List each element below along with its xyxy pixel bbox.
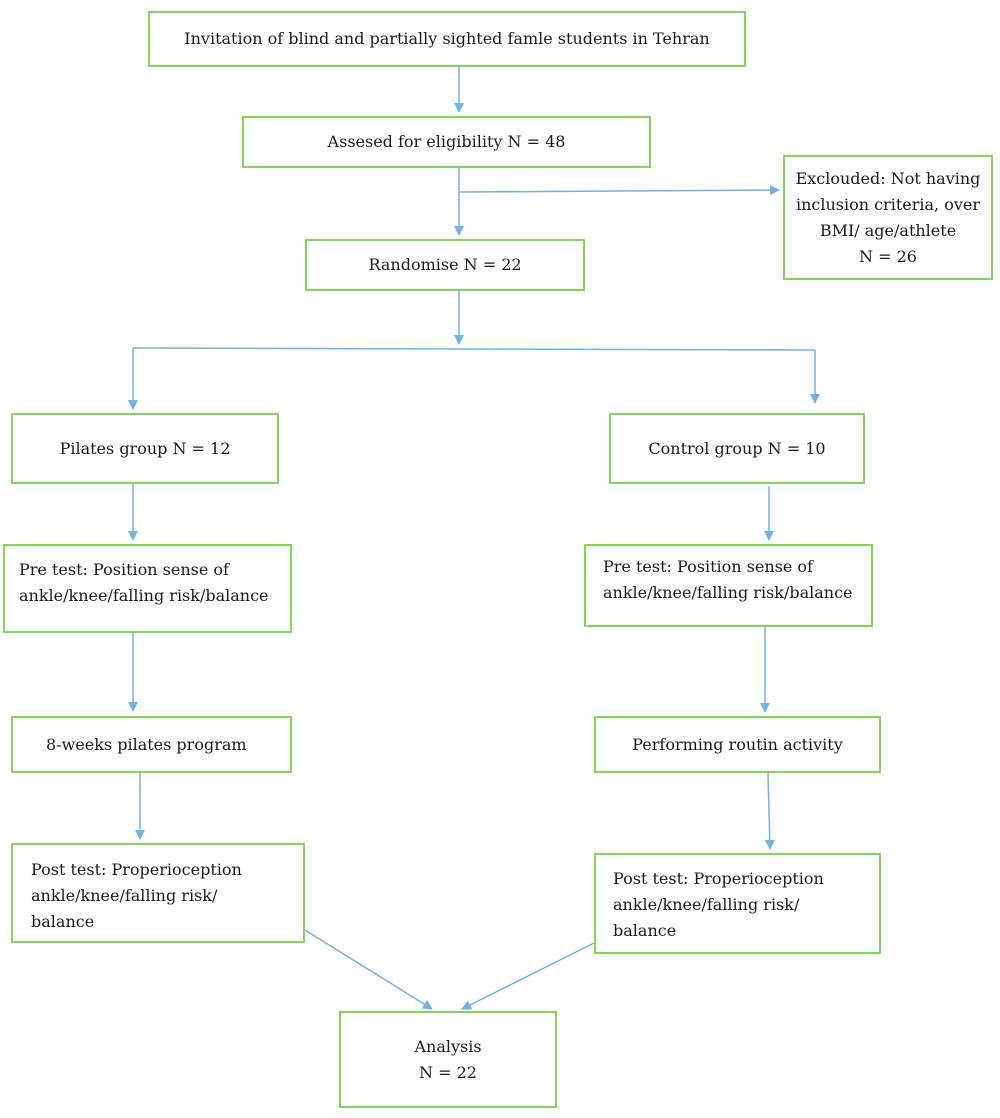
arrow-routine-to-posttest xyxy=(764,772,775,850)
excluded-text: Exclouded: Not having inclusion criteria… xyxy=(795,168,981,266)
analysis-box: Analysis N = 22 xyxy=(339,1011,557,1108)
arrow-control-posttest-to-analysis xyxy=(461,942,595,1010)
excluded-box: Exclouded: Not having inclusion criteria… xyxy=(783,155,993,280)
control-group-text: Control group N = 10 xyxy=(648,438,826,458)
invitation-text: Invitation of blind and partially sighte… xyxy=(184,29,710,48)
pilates-program-box: 8-weeks pilates program xyxy=(11,716,292,773)
pilates-pretest-text: Pre test: Position sense of ankle/knee/f… xyxy=(19,560,269,605)
pilates-program-text: 8-weeks pilates program xyxy=(46,735,247,754)
invitation-box: Invitation of blind and partially sighte… xyxy=(148,11,746,67)
control-group-box: Control group N = 10 xyxy=(609,413,865,484)
control-pretest-box: Pre test: Position sense of ankle/knee/f… xyxy=(584,544,873,627)
arrow-to-excluded xyxy=(458,185,780,196)
routine-activity-text: Performing routin activity xyxy=(632,734,843,754)
control-pretest-text: Pre test: Position sense of ankle/knee/f… xyxy=(603,557,853,602)
arrow-pilates-posttest-to-analysis xyxy=(304,929,433,1010)
pilates-posttest-text: Post test: Properioception ankle/knee/fa… xyxy=(31,860,242,931)
analysis-text: Analysis N = 22 xyxy=(414,1036,482,1082)
pilates-posttest-box: Post test: Properioception ankle/knee/fa… xyxy=(11,843,305,943)
control-posttest-box: Post test: Properioception ankle/knee/fa… xyxy=(594,853,881,954)
routine-activity-box: Performing routin activity xyxy=(594,716,881,773)
control-posttest-text: Post test: Properioception ankle/knee/fa… xyxy=(613,869,824,940)
eligibility-box: Assesed for eligibility N = 48 xyxy=(242,116,651,168)
pilates-pretest-box: Pre test: Position sense of ankle/knee/f… xyxy=(3,544,292,633)
line-split-horizontal xyxy=(132,347,816,351)
pilates-group-box: Pilates group N = 12 xyxy=(11,413,279,484)
randomise-box: Randomise N = 22 xyxy=(305,239,585,291)
pilates-group-text: Pilates group N = 12 xyxy=(59,438,231,458)
randomise-text: Randomise N = 22 xyxy=(368,255,522,274)
eligibility-text: Assesed for eligibility N = 48 xyxy=(327,132,566,151)
